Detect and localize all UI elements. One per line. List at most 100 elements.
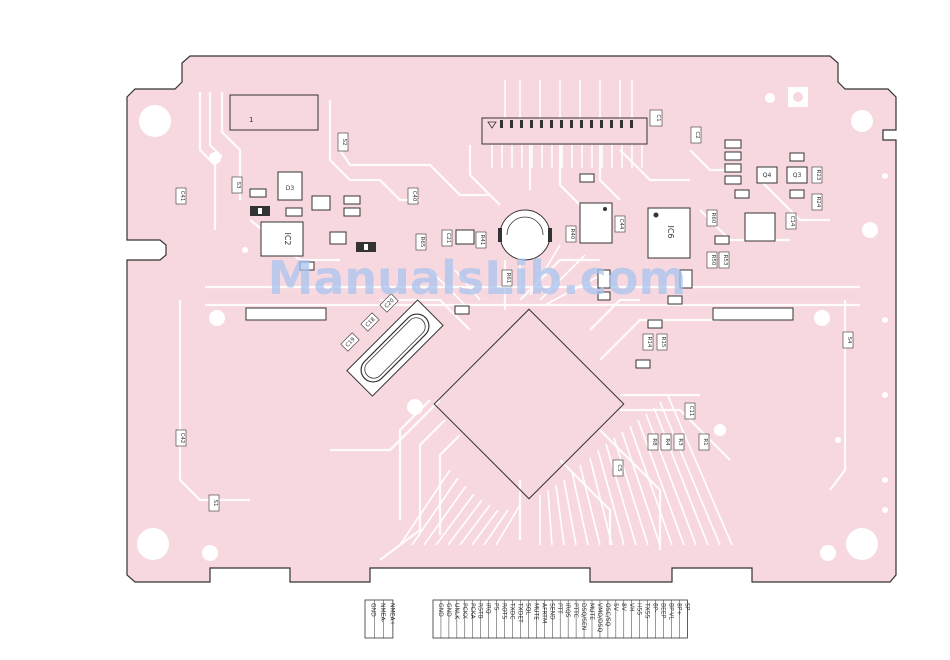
ic2 xyxy=(260,221,304,257)
pin-label: NMEA- xyxy=(379,603,386,623)
label-r15: R15 xyxy=(660,337,666,348)
connector_left-frame xyxy=(364,599,394,639)
label-r23: R23 xyxy=(815,170,821,181)
pin-label: IRQS xyxy=(564,603,571,618)
trimmer xyxy=(579,202,613,244)
label-r4: R4 xyxy=(664,438,670,446)
pin-label: UNLK xyxy=(453,603,460,620)
ic6-pin1-dot xyxy=(653,212,659,218)
pin-label: HSS xyxy=(636,603,643,615)
pin-label: RSTB xyxy=(477,603,484,619)
pin-label: SP- xyxy=(683,603,690,612)
pin-label: GND xyxy=(437,603,444,617)
label-c2: C2 xyxy=(694,131,700,138)
c1-pads xyxy=(500,120,633,128)
label-r8: R8 xyxy=(651,438,657,446)
pin-label: SEND xyxy=(548,603,555,620)
diode-bands xyxy=(258,208,368,250)
q3 xyxy=(786,166,808,184)
label-c14: C14 xyxy=(789,216,795,227)
smd-components xyxy=(249,139,805,369)
c1-connector xyxy=(481,117,648,145)
square-pad-hole xyxy=(793,92,803,102)
pin-label: VMO/DSQ xyxy=(596,603,603,632)
label-r1: R1 xyxy=(702,438,708,445)
label-c21: C21 xyxy=(445,233,451,244)
ic2-label: IC2 xyxy=(283,232,292,245)
pcb-traces xyxy=(178,92,860,561)
trimmer-dot xyxy=(603,207,607,211)
pin-label: BP-VL xyxy=(668,603,675,621)
pin-label: GND xyxy=(445,603,452,617)
bus-traces xyxy=(399,230,733,546)
pin-label: PS xyxy=(493,603,500,611)
pin-label: 8P- xyxy=(652,603,659,612)
pcb-board-outline xyxy=(126,55,897,583)
label-c5: C5 xyxy=(616,464,622,472)
main-ic xyxy=(433,308,625,500)
label-c40: C40 xyxy=(411,191,417,202)
top-connector-traces xyxy=(491,80,643,168)
label-r40: R40 xyxy=(569,229,575,240)
q4-label: Q4 xyxy=(763,172,772,179)
pin1-label: 1 xyxy=(249,116,253,124)
buzzer-arc xyxy=(506,216,544,236)
mounting-holes xyxy=(137,93,888,561)
label-s1: S1 xyxy=(212,500,218,507)
crystal-x1 xyxy=(346,299,444,397)
label-s2: S2 xyxy=(341,139,347,146)
pin-label: TXSS xyxy=(644,602,651,619)
label-r24: R24 xyxy=(815,197,821,208)
label-r50: R50 xyxy=(710,255,716,266)
buzzer-pad-right xyxy=(548,228,552,242)
watermark: ManualsLib.com xyxy=(268,251,687,305)
pin-label: PCKA xyxy=(469,603,476,620)
pin-label: 5V xyxy=(612,603,619,612)
pin-label: OSC/SQ xyxy=(604,603,611,627)
label-s3: S3 xyxy=(235,182,241,189)
pin-label: PTT xyxy=(556,603,563,614)
pin-label: DSQ/SEN xyxy=(580,603,587,630)
ic6-label: IC6 xyxy=(666,225,675,238)
pin-label: VH xyxy=(628,603,635,612)
pin-label: BEEP xyxy=(660,603,667,619)
label-r60: R60 xyxy=(710,213,716,224)
d3-label: D3 xyxy=(286,185,295,192)
pin-label: TXDET xyxy=(516,602,523,623)
pin-label: PCKX xyxy=(461,603,468,619)
pin-label: MUTE xyxy=(588,603,595,620)
pin-label: 8V xyxy=(620,603,627,612)
label-r41: R41 xyxy=(479,235,485,246)
pin-label: TXDC xyxy=(509,602,516,620)
q3-label: Q3 xyxy=(793,172,802,179)
pin-label: AFRTM xyxy=(540,603,547,623)
pin-label: MUTE xyxy=(532,603,539,620)
slot-left xyxy=(245,307,327,321)
label-r65: R65 xyxy=(419,237,425,248)
label-c42: C42 xyxy=(179,433,185,444)
slot-right xyxy=(712,307,794,321)
label-c11: C11 xyxy=(688,406,694,417)
pin-label: GND xyxy=(370,603,377,617)
pin-label: 8P+ xyxy=(675,603,682,615)
pin-label: ROTS xyxy=(501,603,508,620)
c1-label: C1 xyxy=(655,114,661,121)
label-s4: S4 xyxy=(846,337,852,344)
pin-label: SQL xyxy=(524,603,531,616)
component-labels: S2 S3 C41 C40 R65 C21 R41 R61 R40 C44 C2… xyxy=(175,126,854,512)
c1-label-box xyxy=(649,109,663,127)
c1-pin1-marker xyxy=(487,121,497,129)
q4 xyxy=(756,166,778,184)
top-left-connector xyxy=(229,94,319,131)
label-r61: R61 xyxy=(505,273,511,284)
pin-label: IRQ xyxy=(485,603,492,614)
label-c41: C41 xyxy=(179,191,185,202)
label-r14: R14 xyxy=(646,337,652,348)
pin-label: PTTC xyxy=(572,603,579,618)
label-r3: R3 xyxy=(677,438,683,446)
label-c44: C44 xyxy=(618,219,624,230)
d3 xyxy=(277,171,303,201)
